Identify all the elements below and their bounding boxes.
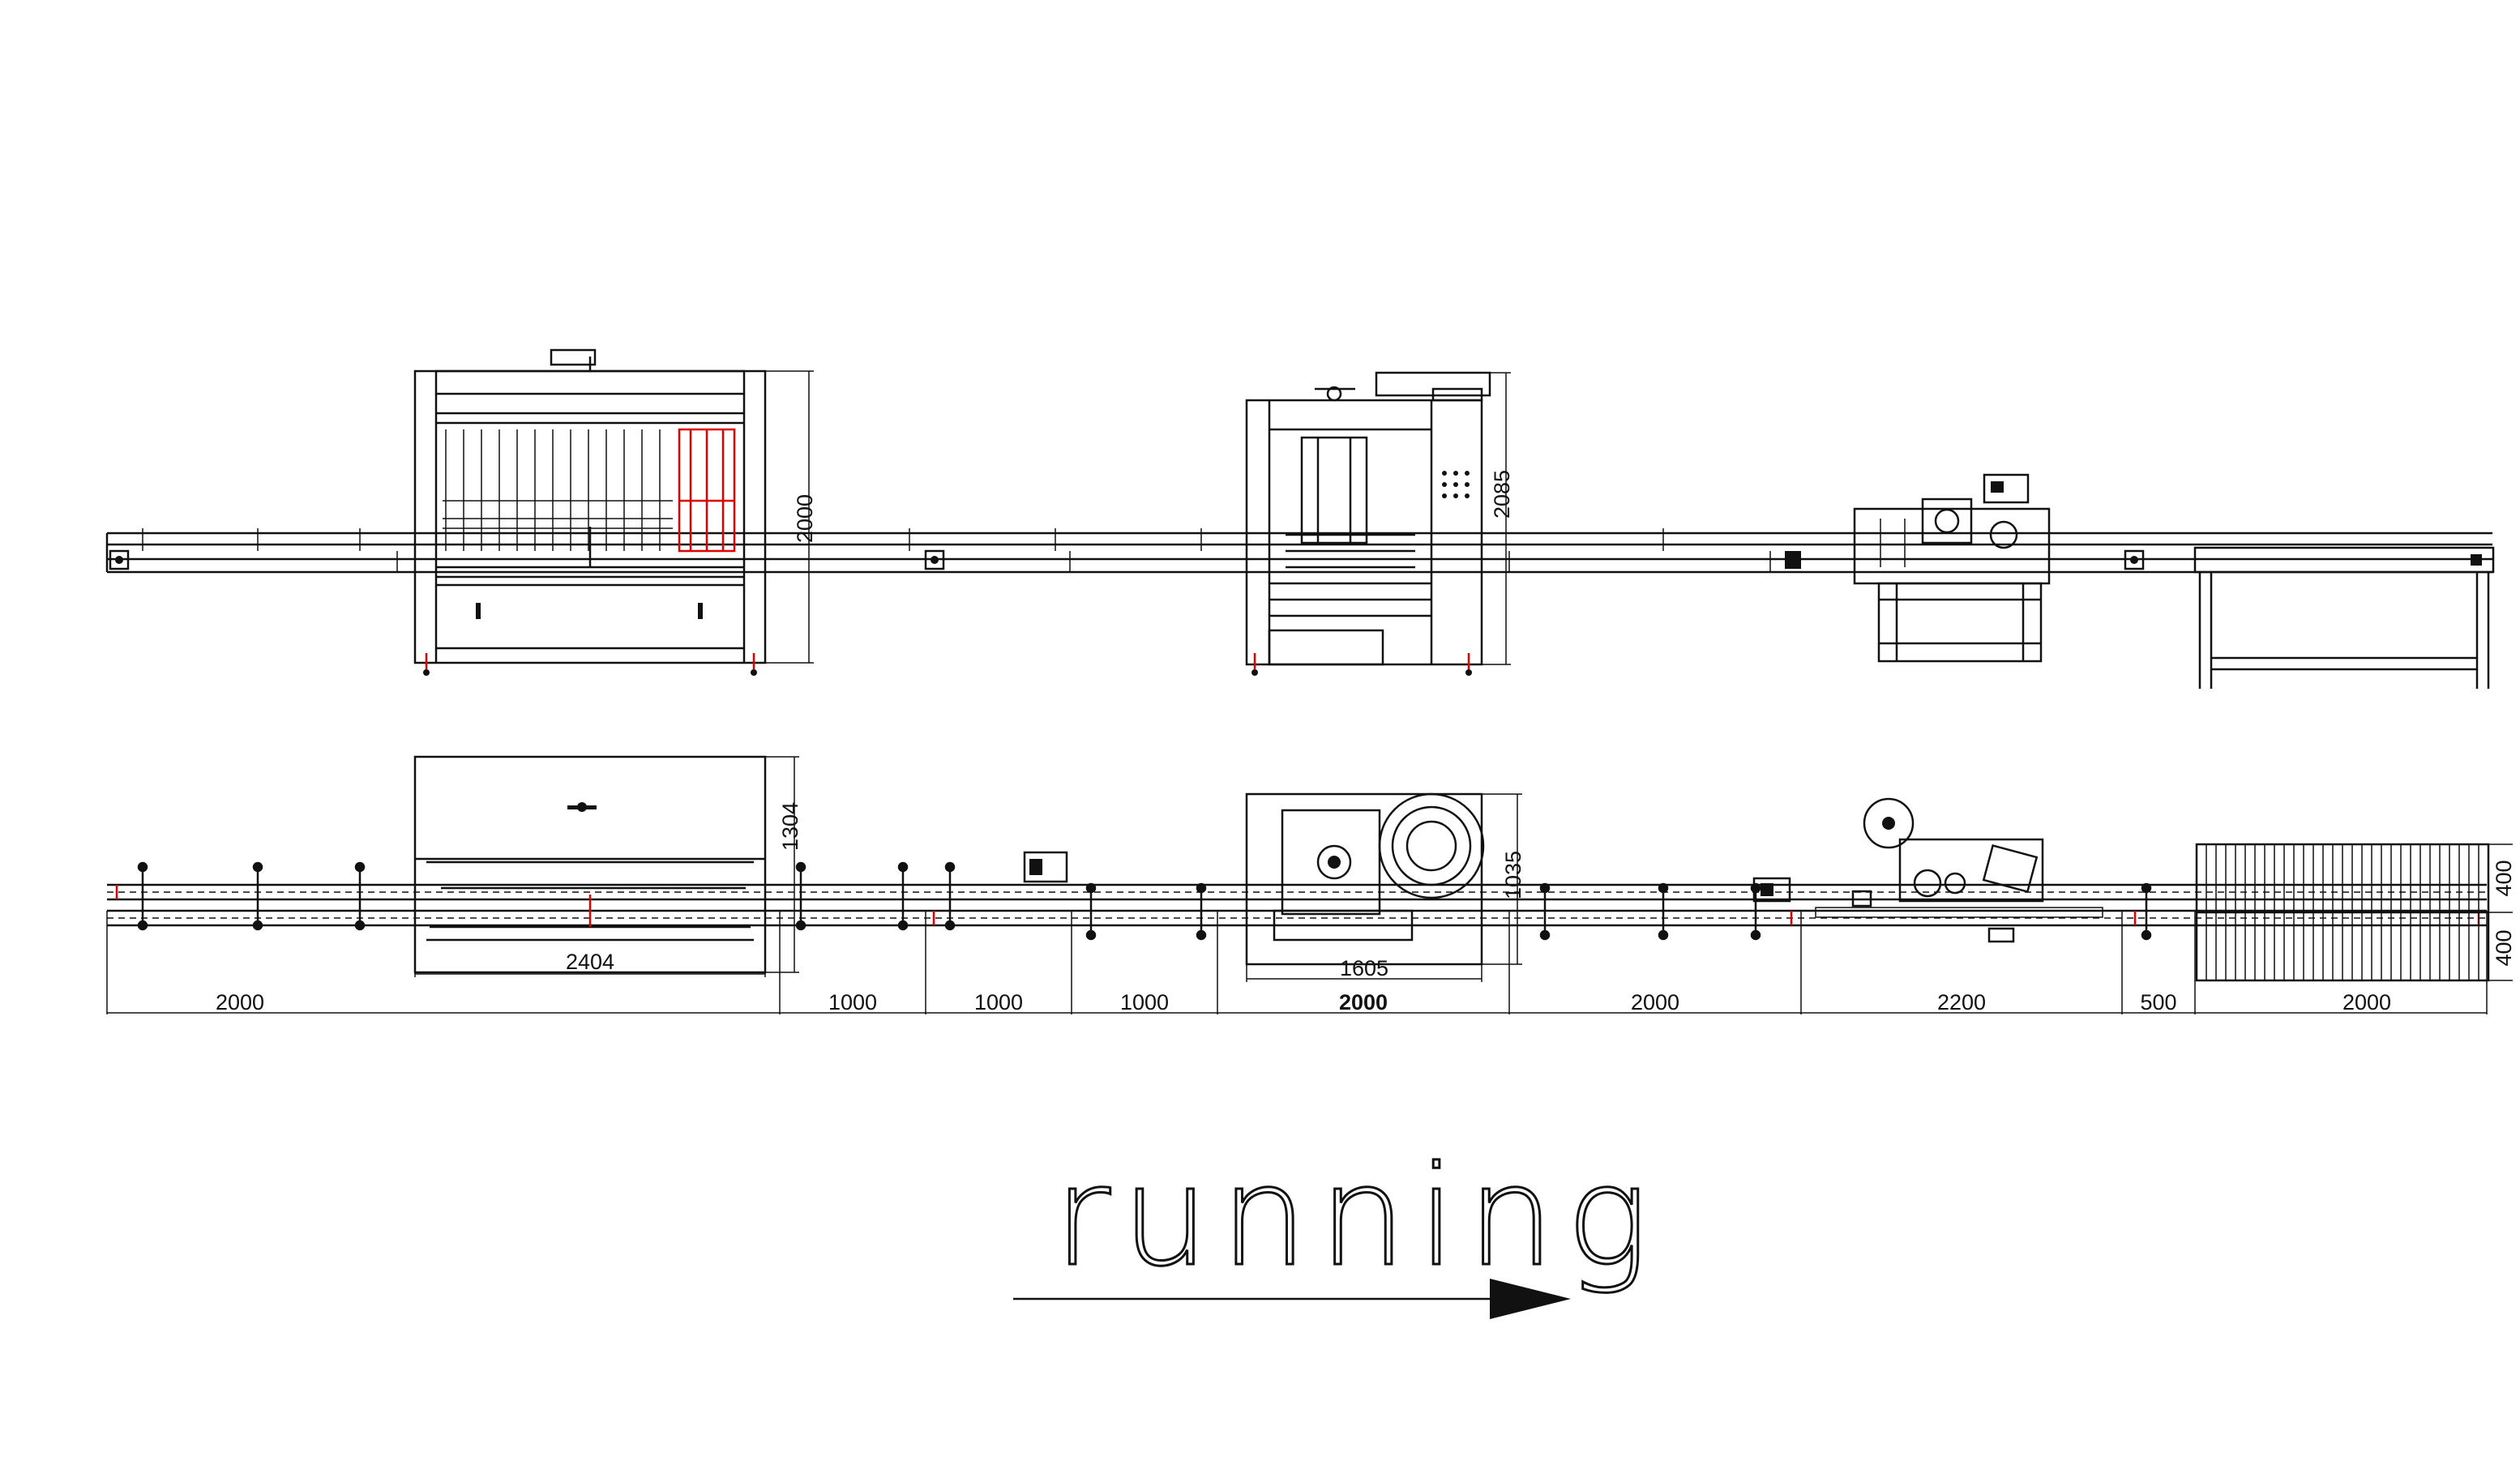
filler-height-dimension: 2000 <box>765 370 817 664</box>
segment-dimension-chain: 2000 1000 1000 1000 2000 2000 2200 500 2… <box>106 911 2488 1014</box>
capper-depth-dimension: 1035 <box>1482 793 1525 965</box>
plan-conveyor <box>107 883 2487 927</box>
segment-label: 1000 <box>1120 990 1169 1014</box>
labeling-machine-elevation <box>1853 473 2051 663</box>
filling-machine-elevation <box>413 348 767 676</box>
filler-depth-label: 1304 <box>778 802 802 851</box>
capping-machine-plan <box>1023 792 1485 966</box>
segment-label: 500 <box>2140 990 2176 1014</box>
filling-nozzles-highlight <box>678 428 736 553</box>
capper-control-dots <box>1442 471 1470 498</box>
labeling-machine-plan <box>1752 797 2103 943</box>
filler-width-label: 2404 <box>566 950 614 974</box>
table-side-dimensions: 400 400 <box>2488 844 2516 981</box>
filling-machine-plan <box>413 755 767 974</box>
capper-width-label: 1605 <box>1340 956 1388 980</box>
segment-label: 2200 <box>1937 990 1986 1014</box>
filler-height-label: 2000 <box>793 494 817 543</box>
table-side-label-lower: 400 <box>2492 929 2516 966</box>
capper-width-dimension: 1605 <box>1246 956 1482 982</box>
accumulation-table-plan <box>2195 843 2490 982</box>
capper-height-label: 2085 <box>1490 470 1514 519</box>
segment-label: 2000 <box>1339 990 1388 1014</box>
segment-label: 2000 <box>216 990 264 1014</box>
plan-view: 1304 2404 1035 <box>106 755 2516 1014</box>
running-direction: running <box>1013 1136 1660 1319</box>
segment-label: 2000 <box>1631 990 1679 1014</box>
segment-label: 1000 <box>828 990 877 1014</box>
elevation-view: 2000 <box>105 348 2495 689</box>
plan-support-posts <box>137 861 2152 941</box>
filler-depth-dimension: 1304 <box>765 756 802 973</box>
capping-machine-elevation <box>1245 371 1491 676</box>
running-label: running <box>1054 1137 1660 1297</box>
table-side-label-upper: 400 <box>2492 860 2516 896</box>
accumulation-table-elevation <box>2193 546 2495 689</box>
filler-width-dimension: 2404 <box>414 950 766 977</box>
elevation-conveyor <box>105 528 2492 574</box>
filling-nozzles <box>443 429 673 551</box>
segment-label: 1000 <box>974 990 1023 1014</box>
capper-height-dimension: 2085 <box>1482 372 1514 665</box>
arrow-right-icon <box>1490 1279 1571 1319</box>
capper-depth-label: 1035 <box>1501 851 1525 899</box>
segment-label: 2000 <box>2342 990 2391 1014</box>
